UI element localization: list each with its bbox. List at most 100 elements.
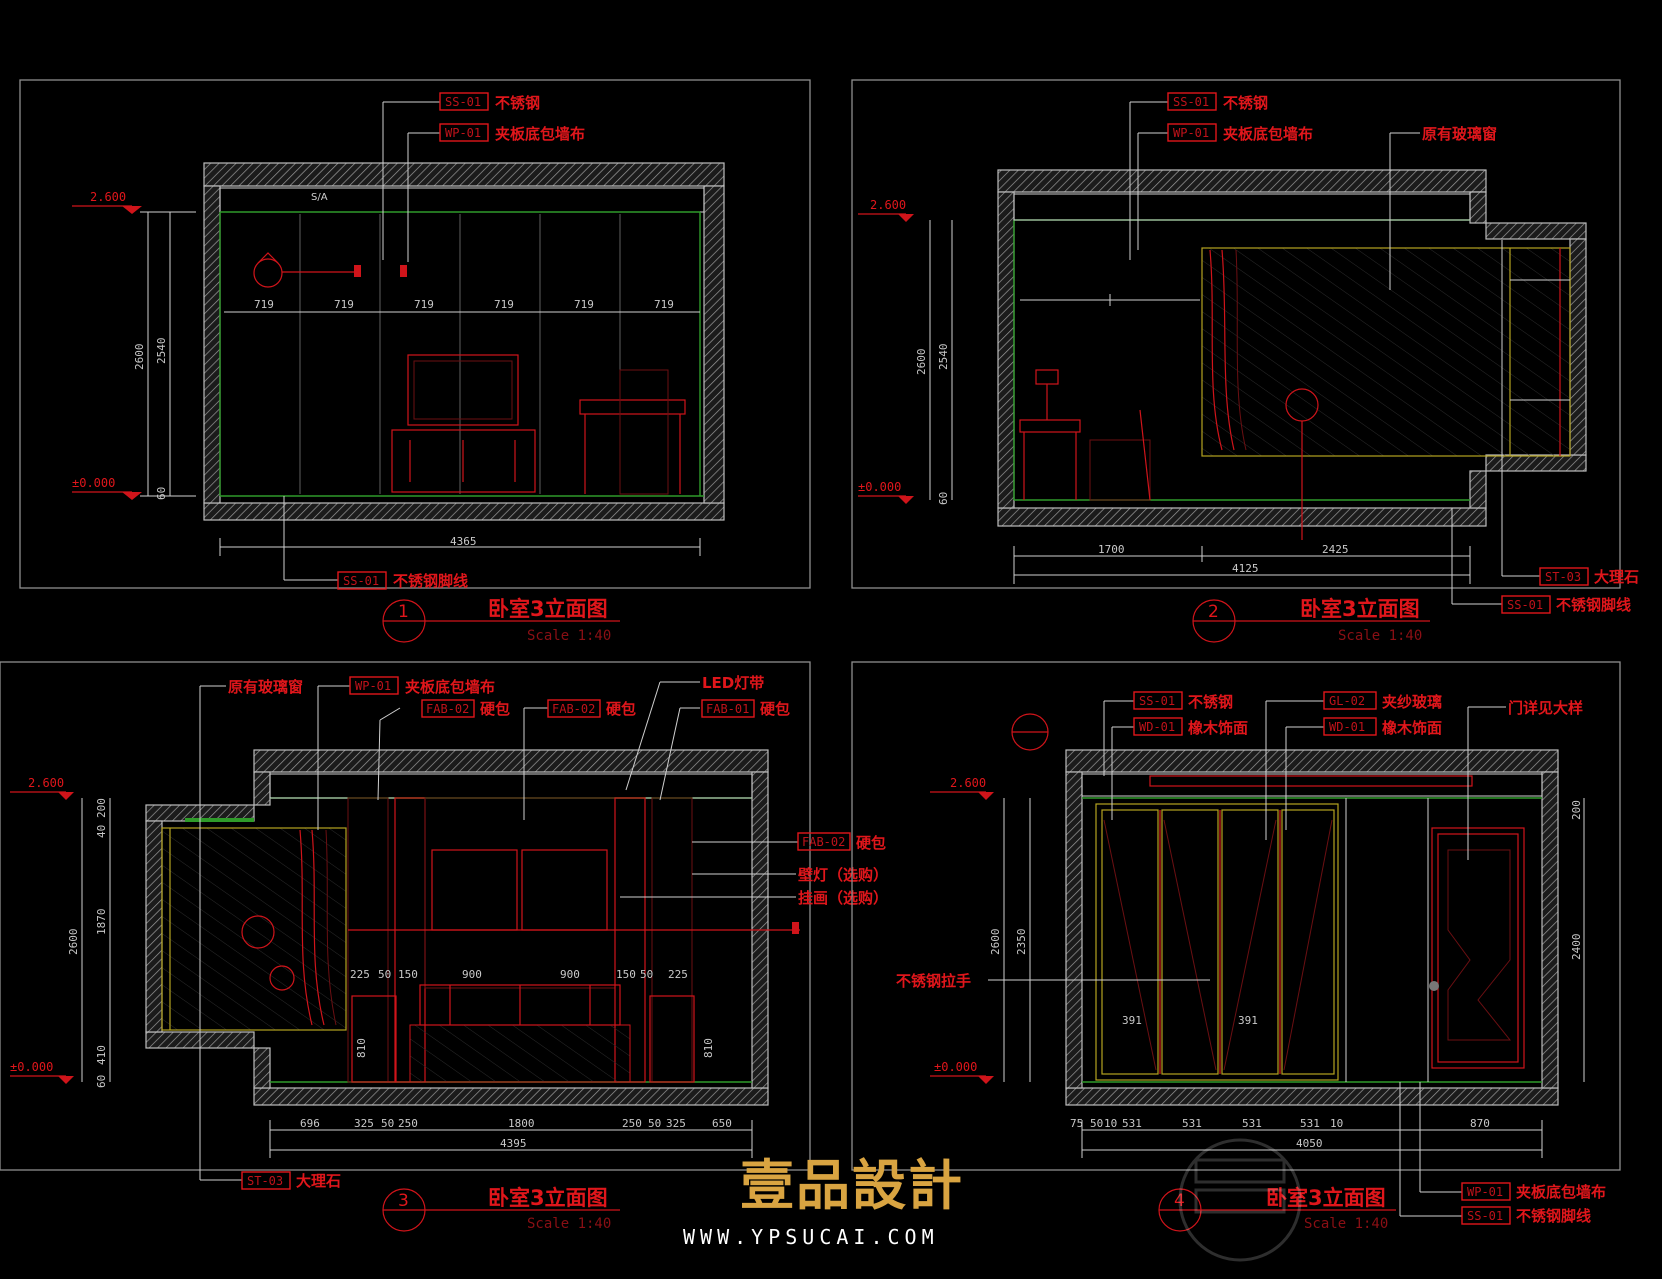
panel-4-title-block: 4 卧室3立面图 Scale 1:40 — [1158, 1186, 1396, 1232]
tag-st03: ST-03 大理石 — [1501, 240, 1639, 586]
nightstand-right — [649, 995, 695, 1083]
note-sia: S/A — [311, 192, 328, 203]
ceiling-slab — [253, 749, 769, 773]
tag-window: 原有玻璃窗 — [199, 678, 303, 1180]
tag-door: 门详见大样 — [1467, 699, 1583, 860]
panel-number: 1 — [398, 602, 409, 622]
nightstand-left — [351, 995, 397, 1083]
svg-text:SS-01: SS-01 — [1507, 598, 1543, 612]
right-wall — [1541, 771, 1559, 1089]
dim-label: 50 — [648, 1117, 661, 1130]
svg-text:WP-01: WP-01 — [1173, 126, 1209, 140]
dim-label: 225 — [350, 968, 370, 981]
dim-label: 1800 — [508, 1117, 535, 1130]
dim-label: 1700 — [1098, 543, 1125, 556]
level-label: ±0.000 — [72, 476, 115, 490]
tag-wp01: WP-01 夹板底包墙布 — [407, 123, 585, 262]
tag-label: 大理石 — [296, 1172, 341, 1190]
tag-label: 橡木饰面 — [1382, 719, 1442, 737]
svg-text:SS-01: SS-01 — [445, 95, 481, 109]
dresser — [391, 429, 536, 493]
level-bottom: ±0.000 — [930, 1060, 994, 1084]
vdim-label: 410 — [95, 1045, 108, 1065]
level-top: 2.600 — [72, 190, 142, 214]
vdim-label: 1870 — [95, 909, 108, 936]
panel-2-title-block: 2 卧室3立面图 Scale 1:40 — [1192, 597, 1430, 644]
tag-label: 橡木饰面 — [1188, 719, 1248, 737]
dim-label: 150 — [398, 968, 418, 981]
panel-scale: Scale 1:40 — [527, 628, 611, 644]
tag-label: 夹纱玻璃 — [1382, 693, 1442, 711]
tag-label: 硬包 — [856, 834, 886, 852]
tag-ss01: SS-01 不锈钢 — [1129, 92, 1268, 260]
dim-label: 719 — [574, 298, 594, 311]
tag-wp01: WP-01 夹板底包墙布 — [317, 676, 495, 830]
total-dim: 4395 — [500, 1137, 527, 1150]
watermark-brand: 壹品設計 — [740, 1153, 964, 1217]
panel-4-elevation: 391 391 2.600 ±0.000 2600 2350 200 2400 — [851, 661, 1621, 1232]
svg-text:FAB-02: FAB-02 — [552, 702, 595, 716]
dim-label: 696 — [300, 1117, 320, 1130]
dim-label: 900 — [560, 968, 580, 981]
panel-4-frame — [851, 661, 1621, 1171]
level-label: ±0.000 — [934, 1060, 977, 1074]
dim-label: 870 — [1470, 1117, 1490, 1130]
dim-label: 719 — [334, 298, 354, 311]
watermark-logo-faint — [1178, 1138, 1302, 1262]
panel-number: 2 — [1208, 602, 1219, 622]
tag-wd01-b: WD-01 橡木饰面 — [1285, 717, 1442, 830]
level-top: 2.600 — [858, 198, 914, 222]
dim-label: 250 — [622, 1117, 642, 1130]
vdim-label: 60 — [95, 1075, 108, 1088]
dim-label: 719 — [414, 298, 434, 311]
tag-gl02: GL-02 夹纱玻璃 — [1265, 691, 1442, 840]
svg-text:ST-03: ST-03 — [1545, 570, 1581, 584]
dim-label: 900 — [462, 968, 482, 981]
svg-text:SS-01: SS-01 — [1467, 1209, 1503, 1223]
floor-slab — [1065, 1087, 1559, 1106]
ceiling-slab — [997, 169, 1487, 193]
panel-title: 卧室3立面图 — [1300, 597, 1420, 621]
vdim-label: 2600 — [915, 349, 928, 376]
panel-1-frame — [19, 79, 811, 589]
svg-text:SS-01: SS-01 — [343, 574, 379, 588]
tag-label: 原有玻璃窗 — [1422, 125, 1497, 143]
dim-label: 325 — [666, 1117, 686, 1130]
tag-label: 夹板底包墙布 — [1516, 1183, 1606, 1201]
left-wall — [997, 191, 1015, 509]
panel-scale: Scale 1:40 — [1304, 1216, 1388, 1232]
total-dim: 4125 — [1232, 562, 1259, 575]
floor-slab — [997, 507, 1487, 527]
dim-label: 719 — [654, 298, 674, 311]
level-label: ±0.000 — [10, 1060, 53, 1074]
dim-label: 50 — [1090, 1117, 1103, 1130]
tag-label: 硬包 — [760, 700, 790, 718]
vdim-label: 810 — [355, 1038, 368, 1058]
tag-fab02-a: FAB-02 硬包 — [377, 699, 510, 801]
tag-ss01-baseboard: SS-01 不锈钢脚线 — [1451, 508, 1631, 614]
dim-label: 531 — [1242, 1117, 1262, 1130]
dim-label: 325 — [354, 1117, 374, 1130]
ceiling-slab — [1065, 749, 1559, 773]
tag-label: 夹板底包墙布 — [495, 125, 585, 143]
panel-3-title-block: 3 卧室3立面图 Scale 1:40 — [382, 1186, 620, 1232]
tag-wp01: WP-01 夹板底包墙布 — [1419, 1082, 1606, 1201]
panel-2-frame — [851, 79, 1621, 589]
tag-label: 不锈钢 — [495, 94, 540, 112]
tag-label: 门详见大样 — [1508, 699, 1583, 717]
dim-label: 531 — [1182, 1117, 1202, 1130]
panel-1-title-block: 1 卧室3立面图 Scale 1:40 — [382, 597, 620, 644]
tag-ss01: SS-01 不锈钢 — [1103, 691, 1233, 776]
right-wall — [703, 185, 725, 504]
dim-label: 531 — [1300, 1117, 1320, 1130]
tag-wd01-a: WD-01 橡木饰面 — [1111, 717, 1248, 820]
dim-label: 10 — [1104, 1117, 1117, 1130]
panel-title: 卧室3立面图 — [488, 1186, 608, 1210]
dim-label: 10 — [1330, 1117, 1343, 1130]
level-label: 2.600 — [870, 198, 906, 212]
tag-label: 硬包 — [606, 700, 636, 718]
level-bottom: ±0.000 — [10, 1060, 74, 1084]
svg-text:WP-01: WP-01 — [355, 679, 391, 693]
dim-label: 719 — [494, 298, 514, 311]
mirror-frame — [407, 354, 519, 426]
